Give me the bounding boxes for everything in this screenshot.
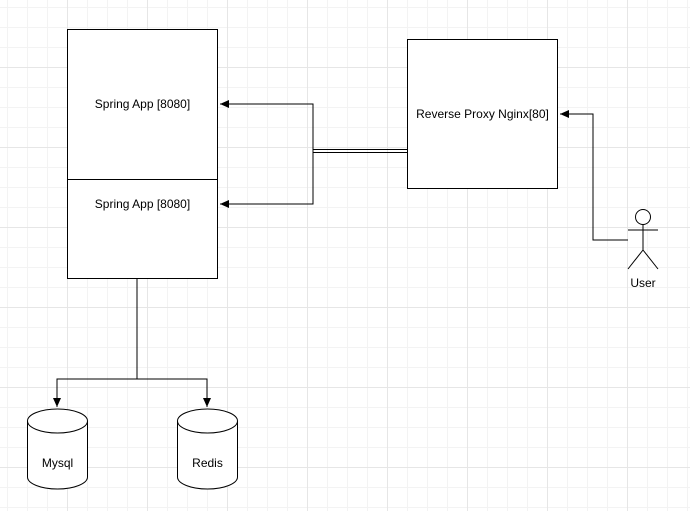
spring-app-2-label: Spring App [8080]	[95, 197, 190, 211]
spring-app-1-label: Spring App [8080]	[95, 97, 190, 111]
arrow-to-redis	[137, 378, 211, 407]
reverse-proxy-node[interactable]: Reverse Proxy Nginx[80]	[407, 39, 558, 189]
arrow-user-to-proxy	[560, 110, 628, 241]
mysql-label: Mysql	[42, 456, 73, 470]
redis-database-node[interactable]: Redis	[177, 408, 238, 490]
user-leg-left	[627, 249, 644, 270]
mysql-database-node[interactable]: Mysql	[27, 408, 88, 490]
redis-label: Redis	[192, 456, 223, 470]
user-leg-right	[642, 249, 659, 270]
arrow-to-spring-app-2	[220, 151, 314, 208]
reverse-proxy-label: Reverse Proxy Nginx[80]	[416, 107, 549, 121]
arrow-to-spring-app-1	[220, 100, 314, 151]
arrow-to-mysql	[53, 378, 137, 407]
user-label: User	[630, 276, 655, 290]
spring-app-node-1[interactable]: Spring App [8080]	[67, 29, 218, 180]
spring-app-node-2[interactable]: Spring App [8080]	[67, 179, 218, 279]
user-actor[interactable]	[627, 209, 659, 270]
user-head	[635, 209, 651, 225]
